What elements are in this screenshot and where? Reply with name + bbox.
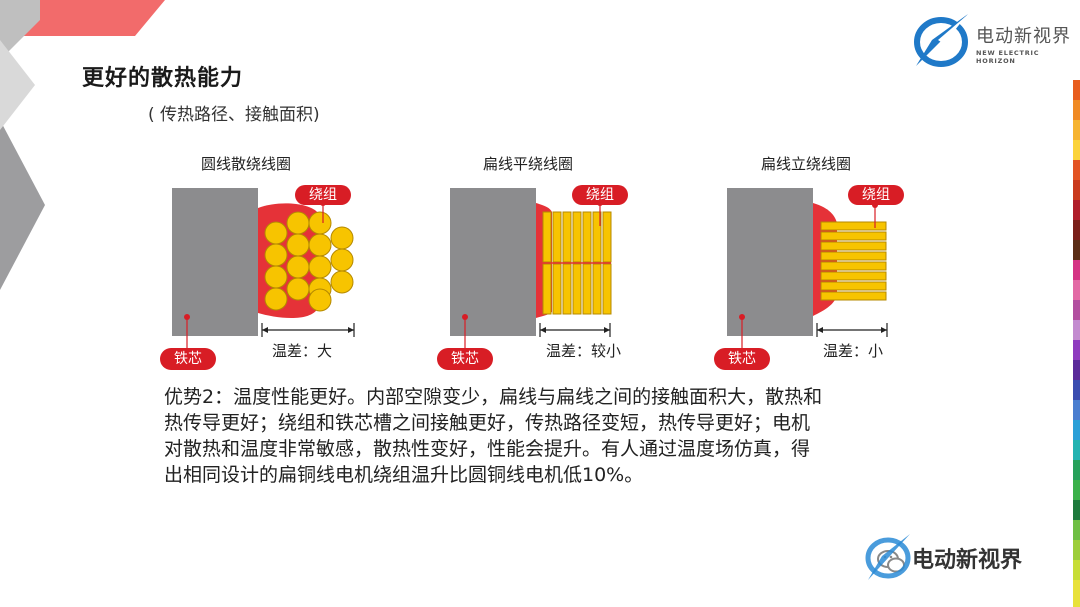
iron-core: [450, 188, 536, 336]
gray-arrow-top: [0, 0, 40, 60]
iron-core: [172, 188, 258, 336]
diagram-title-round: 圆线散绕线圈: [200, 155, 291, 173]
page-title: 更好的散热能力: [82, 66, 244, 91]
right-color-strip: [1073, 80, 1080, 607]
body-line: 优势2：温度性能更好。内部空隙变少，扁线与扁线之间的接触面积大，散热和: [164, 386, 823, 408]
winding-tag-3: 绕组: [848, 185, 904, 205]
advantage-description: 优势2：温度性能更好。内部空隙变少，扁线与扁线之间的接触面积大，散热和 热传导更…: [164, 384, 964, 488]
flat-wire-diagram: [450, 188, 612, 348]
flat-conductors-horizontal: [820, 221, 887, 301]
core-tag-3: 铁芯: [714, 348, 770, 370]
watermark-logo-icon: [865, 534, 911, 580]
page-subtitle: ( 传热路径、接触面积): [148, 105, 320, 125]
temp-label-2: 温差：较小: [546, 342, 622, 360]
watermark-text: 电动新视界: [912, 548, 1023, 573]
flat-conductors-vertical: [542, 211, 612, 315]
brand-logo-icon: [914, 14, 968, 67]
temp-label-3: 温差：小: [823, 342, 884, 360]
core-tag-1: 铁芯: [160, 348, 216, 370]
wechat-icon: [877, 550, 905, 573]
round-conductors: [264, 211, 354, 312]
winding-tag-2: 绕组: [572, 185, 628, 205]
body-line: 出相同设计的扁铜线电机绕组温升比圆铜线电机低10%。: [164, 464, 644, 486]
red-corner-band: [0, 0, 165, 36]
temp-label-1: 温差：大: [272, 342, 333, 360]
gray-arrow-left-light: [0, 40, 35, 130]
edge-wire-diagram: [727, 188, 888, 348]
round-wire-diagram: [172, 188, 355, 348]
gray-arrow-left: [0, 120, 45, 290]
body-line: 热传导更好；绕组和铁芯槽之间接触更好，传热路径变短，热传导更好；电机: [164, 412, 811, 434]
diagram-title-flat: 扁线平绕线圈: [482, 155, 573, 173]
brand-name-cn: 电动新视界: [976, 26, 1071, 47]
brand-name-en: NEW ELECTRIC HORIZON: [976, 49, 1040, 65]
diagram-title-edge: 扁线立绕线圈: [760, 155, 851, 173]
winding-tag-1: 绕组: [295, 185, 351, 205]
core-tag-2: 铁芯: [437, 348, 493, 370]
iron-core: [727, 188, 813, 336]
body-line: 对散热和温度非常敏感，散热性变好，性能会提升。有人通过温度场仿真，得: [164, 438, 811, 460]
